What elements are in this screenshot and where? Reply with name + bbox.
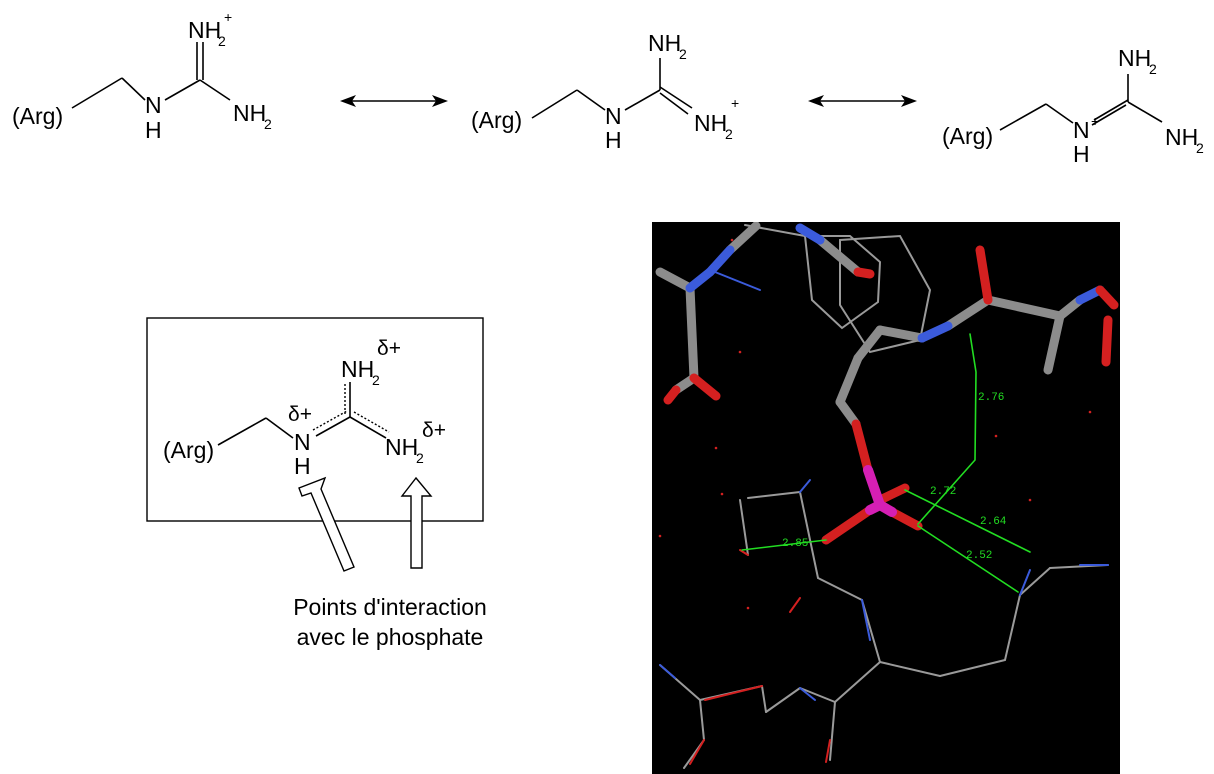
arg-label: (Arg) bbox=[942, 123, 993, 149]
interaction-arrow-2 bbox=[400, 476, 433, 569]
top-nh-subscript: 2 bbox=[679, 46, 687, 62]
resonance-structure-1 bbox=[71, 42, 231, 109]
arg-label: (Arg) bbox=[163, 437, 214, 463]
iminium-n-label: N bbox=[1073, 117, 1090, 143]
interaction-caption: Points d'interaction avec le phosphate bbox=[240, 592, 540, 652]
amine-n-label: N bbox=[145, 92, 162, 118]
delta-plus-n: δ+ bbox=[288, 403, 312, 426]
top-nh-subscript: 2 bbox=[372, 372, 380, 388]
top-nh-label: NH bbox=[648, 30, 681, 56]
right-nh-charge: + bbox=[731, 95, 739, 111]
right-nh-label: NH bbox=[233, 100, 266, 126]
resonance-arrow-2 bbox=[808, 95, 917, 107]
amine-n-label: N bbox=[294, 429, 311, 455]
amine-h-label: H bbox=[605, 127, 622, 153]
caption-line-1: Points d'interaction bbox=[293, 594, 487, 620]
molecular-viewer: 2.76 2.72 2.64 2.52 2.85 bbox=[652, 222, 1120, 774]
interaction-arrow-1 bbox=[298, 476, 355, 572]
stick-bonds bbox=[655, 222, 1085, 429]
top-nh-label: NH bbox=[341, 356, 374, 382]
phosphorus-atom bbox=[863, 465, 897, 517]
right-nh-label: NH bbox=[694, 110, 727, 136]
top-nh-label: NH bbox=[1118, 45, 1151, 71]
amine-n-label: N bbox=[605, 103, 622, 129]
amine-h-label: H bbox=[294, 453, 311, 479]
distance-label: 2.85 bbox=[782, 538, 808, 550]
distance-label: 2.52 bbox=[966, 550, 992, 562]
top-nh-subscript: 2 bbox=[1149, 61, 1157, 77]
delta-plus-right: δ+ bbox=[422, 419, 446, 442]
caption-line-2: avec le phosphate bbox=[296, 624, 484, 650]
iminium-n-charge: + bbox=[1091, 113, 1099, 129]
top-nh-label: NH bbox=[188, 17, 221, 43]
distance-label: 2.72 bbox=[930, 486, 956, 498]
right-nh-label: NH bbox=[385, 434, 418, 460]
hybrid-structure-box bbox=[146, 317, 484, 522]
right-nh-subscript: 2 bbox=[264, 116, 272, 132]
resonance-structure-3 bbox=[999, 74, 1163, 131]
top-nh-subscript: 2 bbox=[218, 33, 226, 49]
hydrogen-bonds bbox=[741, 333, 1031, 593]
right-nh-subscript: 2 bbox=[725, 126, 733, 142]
right-nh-label: NH bbox=[1165, 124, 1198, 150]
amine-h-label: H bbox=[1073, 141, 1090, 167]
resonance-structure-2 bbox=[531, 58, 693, 119]
amine-h-label: H bbox=[145, 117, 162, 143]
arg-label: (Arg) bbox=[471, 107, 522, 133]
water-molecules bbox=[658, 238, 1092, 610]
distance-label: 2.76 bbox=[978, 392, 1004, 404]
top-nh-charge: + bbox=[224, 9, 232, 25]
resonance-arrow-1 bbox=[340, 95, 448, 107]
distance-label: 2.64 bbox=[980, 516, 1007, 528]
right-nh-subscript: 2 bbox=[1196, 140, 1204, 156]
arg-label: (Arg) bbox=[12, 103, 63, 129]
right-nh-subscript: 2 bbox=[416, 450, 424, 466]
delta-plus-top: δ+ bbox=[377, 337, 401, 360]
hybrid-structure bbox=[217, 382, 390, 446]
